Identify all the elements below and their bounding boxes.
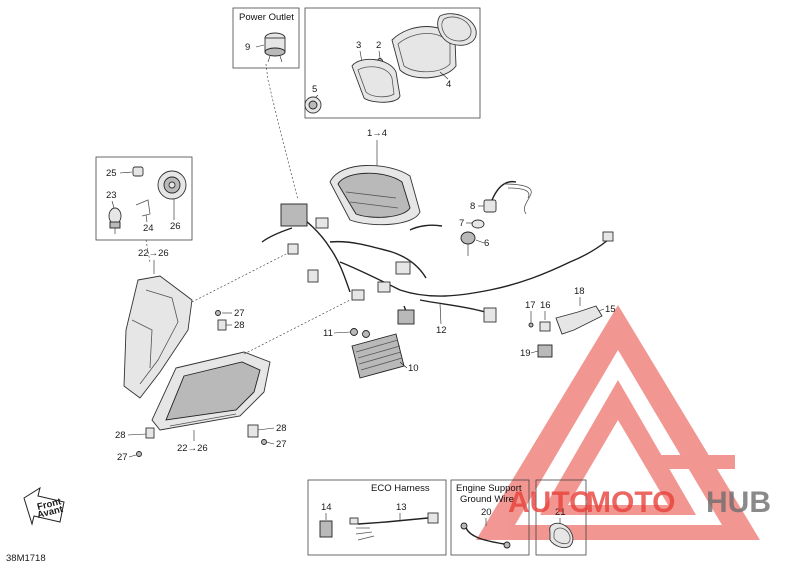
callout-3: 3 — [356, 40, 361, 51]
callout-9: 9 — [245, 42, 250, 53]
voltage-regulator-part: 11 10 — [323, 328, 419, 379]
callout-17: 17 — [525, 300, 536, 311]
callout-20: 20 — [481, 507, 492, 518]
bulb-23-part — [108, 207, 122, 234]
callout-2: 2 — [376, 40, 381, 51]
callout-22to26-top: 22→26 — [138, 248, 169, 259]
callout-23: 23 — [106, 190, 117, 201]
callout-10: 10 — [408, 363, 419, 374]
callout-25: 25 — [106, 168, 117, 179]
cover-26-part — [157, 170, 187, 200]
power-outlet-box: Power Outlet 9 — [232, 7, 300, 69]
callout-12: 12 — [436, 325, 447, 336]
eco-harness-title: ECO Harness — [371, 483, 430, 494]
clip-24-part — [135, 199, 151, 217]
callout-14: 14 — [321, 502, 332, 513]
callout-21: 21 — [555, 507, 566, 518]
eco-harness-box: ECO Harness 14 13 — [307, 479, 447, 556]
power-outlet-part — [264, 32, 286, 63]
callout-28-upper: 28 — [234, 320, 245, 331]
front-direction-arrow: Front Avant — [23, 486, 65, 526]
headlight-lens-part — [151, 351, 271, 431]
callout-4: 4 — [446, 79, 451, 90]
callout-7: 7 — [459, 218, 464, 229]
callout-24: 24 — [143, 223, 154, 234]
watermark-auto: AUTO — [508, 486, 592, 519]
callout-18: 18 — [574, 286, 585, 297]
watermark-wordmark: AUTO MOTO HUB — [508, 486, 771, 519]
headlight-rear-housing-part: 22→26 — [123, 248, 193, 399]
callout-13: 13 — [396, 502, 407, 513]
callout-1to4: 1→4 — [367, 128, 387, 139]
engine-support-title-line2: Ground Wire — [460, 494, 514, 505]
callout-8: 8 — [470, 201, 475, 212]
watermark-hub: HUB — [706, 486, 771, 519]
callout-28-left: 28 — [115, 430, 126, 441]
watermark-logo — [476, 305, 760, 540]
callout-19: 19 — [520, 348, 531, 359]
callout-27-left: 27 — [117, 452, 128, 463]
callout-27-right: 27 — [276, 439, 287, 450]
callout-26: 26 — [170, 221, 181, 232]
callout-5: 5 — [312, 84, 317, 95]
callout-22to26-bottom: 22→26 — [177, 443, 208, 454]
hardware-27-28: 27 28 28 27 28 27 22→26 — [115, 308, 287, 463]
bracket-assembly-part: 18 15 17 16 19 — [520, 286, 616, 359]
main-harness-part: 12 — [261, 203, 614, 336]
power-outlet-title: Power Outlet — [239, 12, 294, 23]
dash-housing-to-harness — [191, 253, 287, 303]
watermark-moto: MOTO — [586, 486, 675, 519]
headlight-bulb-box: 25 23 24 26 — [95, 156, 193, 241]
callout-15: 15 — [605, 304, 616, 315]
dash-lens-to-harness — [243, 299, 351, 355]
gauge-5-part — [304, 96, 322, 114]
callout-27-upper: 27 — [234, 308, 245, 319]
engine-support-title-line1: Engine Support — [456, 483, 522, 494]
instrument-cluster-part: 1→4 — [329, 128, 421, 226]
cluster-detail-box: 3 2 5 4 — [304, 7, 481, 119]
callout-16: 16 — [540, 300, 551, 311]
switch-assembly-part: 8 7 6 — [459, 180, 532, 256]
dash-outlet-to-harness — [265, 63, 299, 201]
engine-support-box: Engine Support Ground Wire 20 — [450, 479, 530, 556]
callout-11: 11 — [323, 328, 333, 339]
callout-6: 6 — [484, 238, 489, 249]
drawing-number: 38M1718 — [6, 553, 46, 564]
gasket-21-box: 21 — [535, 479, 587, 556]
callout-28-right: 28 — [276, 423, 287, 434]
